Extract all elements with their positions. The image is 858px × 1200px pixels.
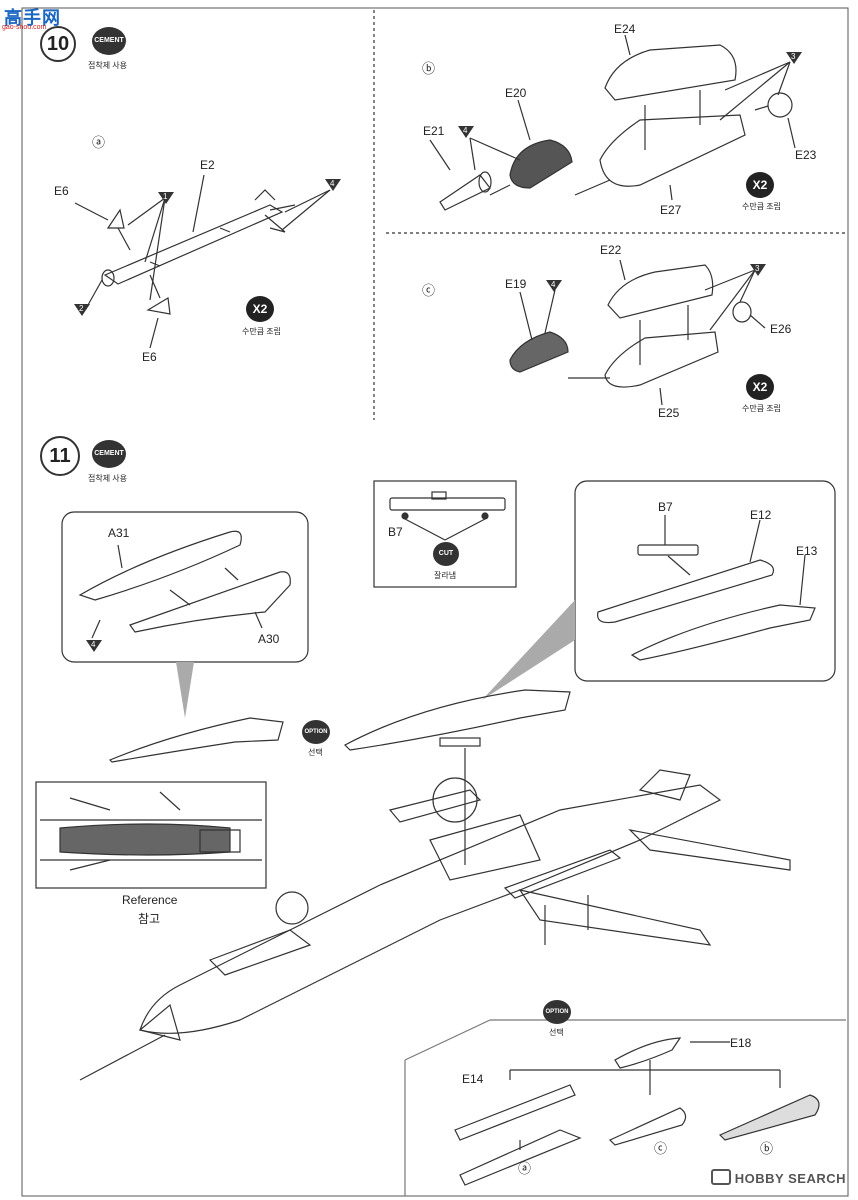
callout-4-canopy-label: 4 [91, 640, 96, 649]
cement-badge-11: CEMENT [92, 440, 126, 468]
inset-tank-frame [574, 480, 836, 682]
x2-badge-c: X2 [746, 374, 774, 400]
option-badge-mid: OPTION [302, 720, 330, 744]
part-e25: E25 [658, 406, 680, 420]
option-badge-bottom: OPTION [543, 1000, 571, 1024]
callout-3-c-label: 3 [755, 264, 760, 273]
callout-1-a [158, 192, 174, 204]
section-b-drawing [429, 34, 796, 211]
part-e26: E26 [770, 322, 792, 336]
callout-1-a-label: 1 [163, 192, 168, 201]
x2-badge-a: X2 [246, 296, 274, 322]
watermark-site: 高手网 [4, 8, 61, 28]
section-a-letter: ⓐ [92, 135, 106, 150]
callout-4-a-label: 4 [330, 179, 335, 188]
section-c-drawing [509, 259, 766, 406]
page-border [21, 7, 849, 1197]
option-letter-a: ⓐ [518, 1161, 532, 1176]
option-sub-mid: 선택 [308, 748, 323, 757]
option-tank-drawing [344, 689, 571, 865]
x2-badge-b: X2 [746, 172, 774, 198]
part-e24: E24 [614, 22, 636, 36]
part-e14: E14 [462, 1072, 484, 1086]
cement-sub-10: 접착제 사용 [88, 61, 128, 70]
cut-badge: CUT [433, 542, 459, 566]
part-e21: E21 [423, 124, 445, 138]
option-letter-b: ⓑ [760, 1141, 774, 1156]
inset-reference-frame [35, 781, 267, 889]
part-e2: E2 [200, 158, 215, 172]
x2-sub-b: 수만큼 조립 [742, 202, 782, 211]
option-letter-c: ⓒ [654, 1141, 668, 1156]
canopy-small-drawing [108, 717, 284, 763]
part-e6-top: E6 [54, 184, 69, 198]
option-parts-drawing [454, 1037, 820, 1186]
reference-ko: 참고 [138, 912, 161, 926]
aircraft-drawing [79, 769, 791, 1081]
option-box-left-edge [404, 1019, 491, 1061]
cut-sub: 잘라냄 [434, 571, 457, 580]
x2-sub-a: 수만큼 조립 [242, 327, 282, 336]
callout-2-a [74, 304, 90, 316]
part-a31: A31 [108, 526, 130, 540]
watermark-url: gao-shou.com [2, 24, 47, 31]
part-e6-bottom: E6 [142, 350, 157, 364]
callout-4-canopy [86, 640, 102, 652]
callout-3-b [786, 52, 802, 64]
option-sub-bottom: 선택 [549, 1028, 564, 1037]
part-e20: E20 [505, 86, 527, 100]
part-e22: E22 [600, 243, 622, 257]
part-b7-tank: B7 [658, 500, 673, 514]
part-e27: E27 [660, 203, 682, 217]
callout-4-b [458, 126, 474, 138]
section-b-letter: ⓑ [422, 61, 436, 76]
hobby-search-brand: HOBBY SEARCH [710, 1169, 846, 1186]
part-a30: A30 [258, 632, 280, 646]
tank-drawing [597, 515, 816, 661]
cut-drawing [389, 491, 506, 541]
part-e12: E12 [750, 508, 772, 522]
inset-cut-frame [373, 480, 517, 588]
pointer-tank [482, 600, 575, 700]
callout-4-c-label: 4 [551, 280, 556, 289]
callout-4-c [546, 280, 562, 292]
step-10-number: 10 [40, 26, 76, 62]
callout-3-b-label: 3 [791, 52, 796, 61]
x2-sub-c: 수만큼 조립 [742, 404, 782, 413]
canopy-drawing [78, 530, 291, 639]
part-e19: E19 [505, 277, 527, 291]
reference-en: Reference [122, 893, 178, 907]
missile-a-drawing [74, 174, 331, 349]
hobby-search-logo-icon [710, 1169, 731, 1185]
cement-sub-11: 접착제 사용 [88, 474, 128, 483]
reference-drawing [40, 791, 262, 871]
callout-4-b-label: 4 [463, 126, 468, 135]
callout-3-c [750, 264, 766, 276]
section-c-letter: ⓒ [422, 283, 436, 298]
step-11-number: 11 [40, 436, 80, 476]
part-b7-cut: B7 [388, 525, 403, 539]
pointer-canopy [176, 662, 194, 718]
callout-4-a [325, 179, 341, 191]
part-e18: E18 [730, 1036, 752, 1050]
part-e13: E13 [796, 544, 818, 558]
part-e23: E23 [795, 148, 817, 162]
cement-badge-10: CEMENT [92, 27, 126, 55]
callout-2-a-label: 2 [79, 304, 84, 313]
